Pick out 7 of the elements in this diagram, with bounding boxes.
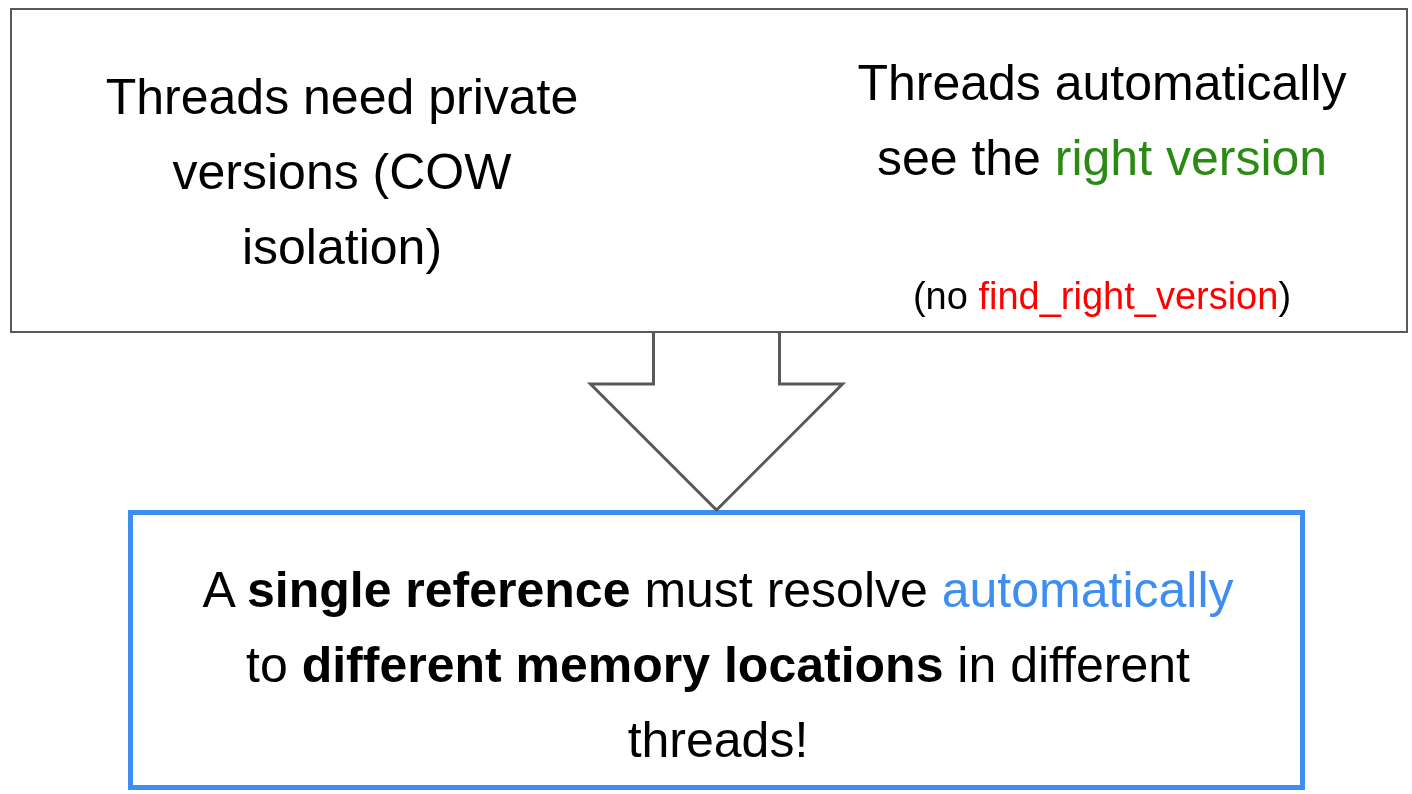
box-text: Threads automatically see the right version xyxy=(856,54,1348,188)
text-box xyxy=(10,8,1408,333)
box-text: A single reference must resolve automatically to different memory locations in different threads! xyxy=(201,561,1235,770)
box-text: Threads need private versions (COW isolation) xyxy=(104,68,580,277)
block-arrow xyxy=(586,331,847,513)
text-box xyxy=(128,510,1305,790)
box-text: (no find_right_version) xyxy=(911,274,1293,319)
